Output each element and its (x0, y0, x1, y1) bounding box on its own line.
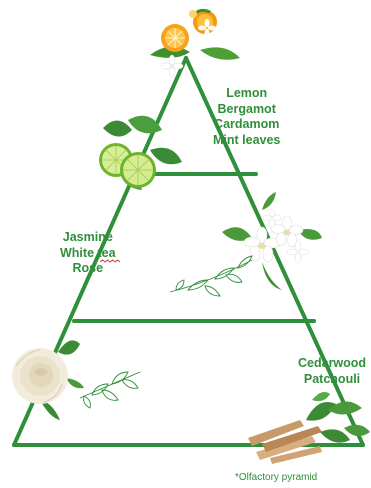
note-lemon: Lemon (213, 86, 280, 102)
note-cedarwood: Cedarwood (298, 356, 366, 372)
note-bergamot: Bergamot (213, 102, 280, 118)
jasmine-flower-icon (222, 192, 322, 290)
note-patchouli: Patchouli (298, 372, 366, 388)
rose-icon (12, 340, 84, 420)
middle-notes: Jasmine White tea Rose (60, 230, 116, 277)
spellcheck-underline (100, 259, 120, 265)
note-mint-leaves: Mint leaves (213, 133, 280, 149)
note-jasmine: Jasmine (60, 230, 116, 246)
cedarwood-patchouli-icon (248, 392, 370, 464)
citrus-icon (150, 10, 240, 77)
note-cardamom: Cardamom (213, 117, 280, 133)
sprig-outline-icon-base (80, 372, 140, 408)
sprig-outline-icon (170, 256, 252, 296)
pyramid-caption: *Olfactory pyramid (235, 472, 317, 483)
lime-mint-icon (99, 116, 182, 190)
base-notes: Cedarwood Patchouli (298, 356, 366, 387)
top-notes: Lemon Bergamot Cardamom Mint leaves (213, 86, 280, 148)
